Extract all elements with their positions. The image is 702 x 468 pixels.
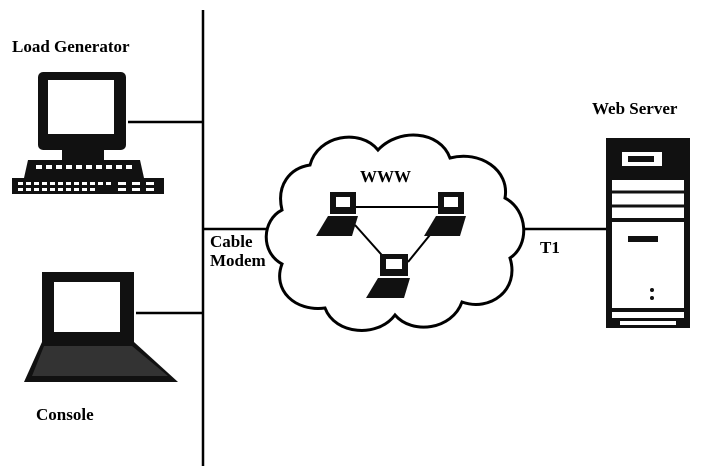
cable-modem-label: Cable Modem <box>210 232 266 270</box>
laptop-icon <box>24 272 178 382</box>
cable-modem-label-line1: Cable <box>210 232 266 251</box>
t1-label: T1 <box>540 238 560 257</box>
cloud-icon <box>266 135 523 330</box>
www-label: WWW <box>360 167 411 186</box>
tower-server-icon <box>606 138 690 328</box>
load-generator-label: Load Generator <box>12 37 130 56</box>
cable-modem-label-line2: Modem <box>210 251 266 270</box>
desktop-computer-icon <box>12 72 164 194</box>
web-server-label: Web Server <box>592 99 677 118</box>
console-label: Console <box>36 405 94 424</box>
